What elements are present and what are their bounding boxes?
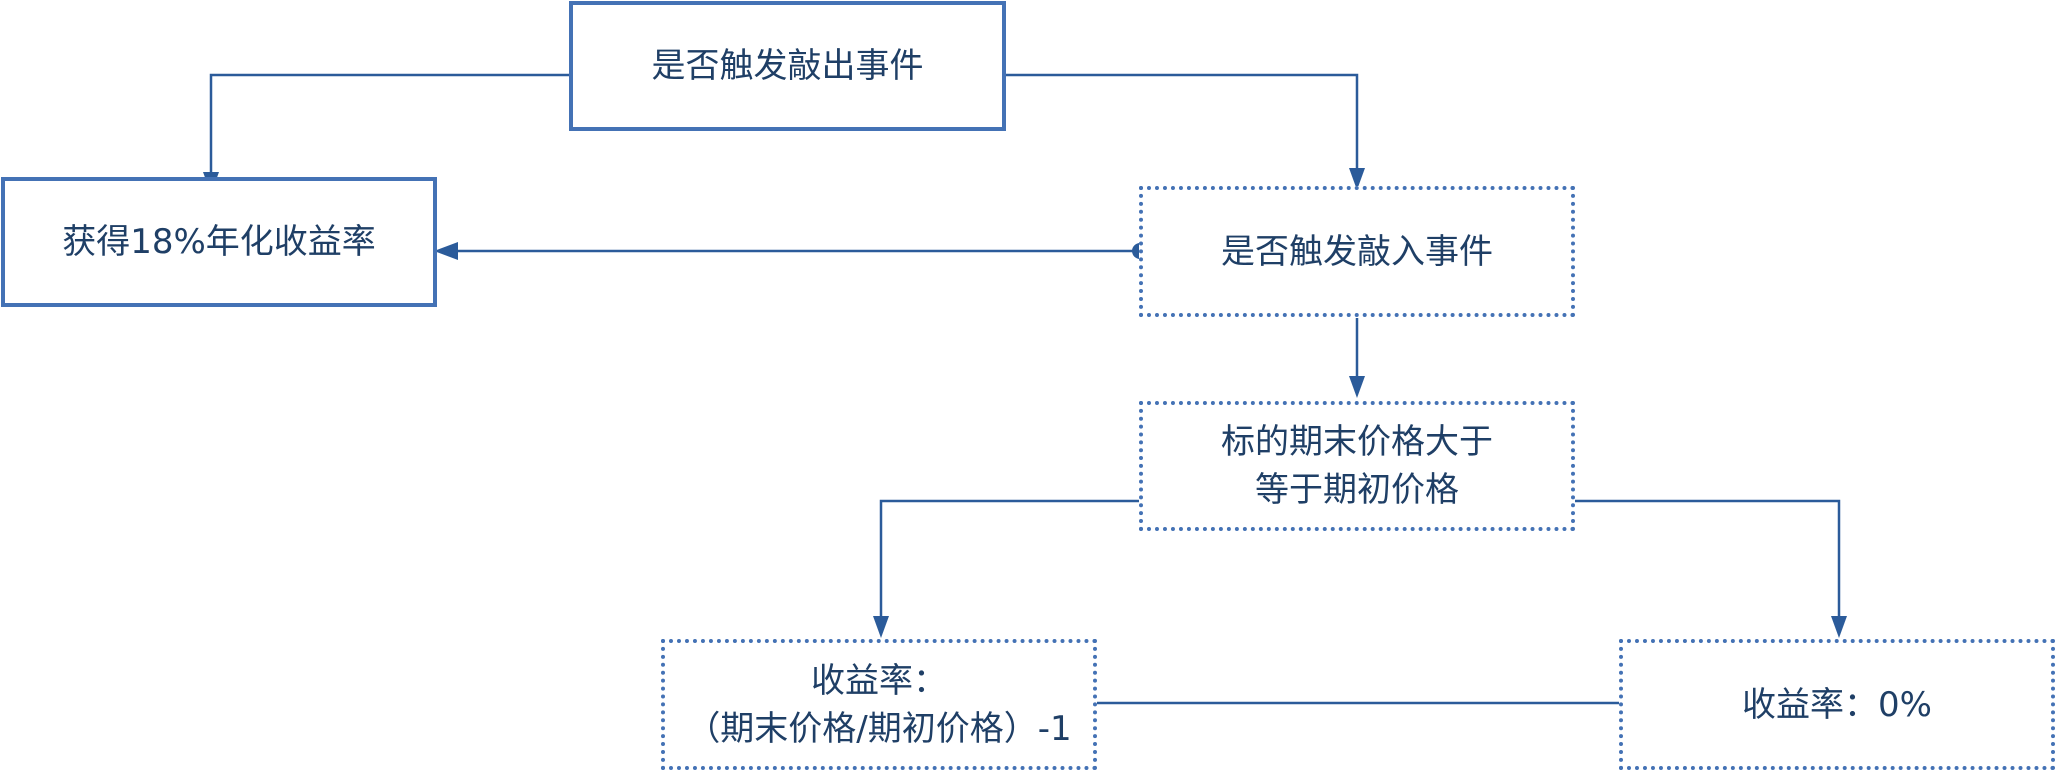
node-gain18: 获得18%年化收益率: [1, 177, 437, 307]
edge-compare-to-ratio: [879, 499, 1140, 624]
edge-knockout-to-gain: [209, 73, 570, 180]
node-ret-zero: 收益率：0%: [1619, 639, 2055, 770]
edge-compare-to-zero: [1574, 499, 1841, 624]
node-compare: 标的期末价格大于 等于期初价格: [1139, 401, 1575, 531]
edge-knockout-to-knockin: [1004, 73, 1359, 176]
arrow-down-icon: [1831, 616, 1847, 638]
node-gain18-label: 获得18%年化收益率: [62, 222, 376, 262]
arrow-down-icon: [1349, 168, 1365, 190]
arrow-down-icon: [873, 616, 889, 638]
arrow-left-icon: [434, 242, 458, 260]
node-knockin: 是否触发敲入事件: [1139, 186, 1575, 317]
node-ret-ratio-line1: 收益率：: [811, 660, 947, 701]
node-compare-label: 标的期末价格大于 等于期初价格: [1221, 422, 1493, 510]
arrow-down-icon: [1349, 376, 1365, 398]
node-ret-ratio-line2: （期末价格/期初价格）-1: [686, 708, 1072, 749]
node-ret-zero-label: 收益率：0%: [1742, 684, 1932, 725]
node-knockin-label: 是否触发敲入事件: [1221, 231, 1493, 272]
node-knockout-label: 是否触发敲出事件: [651, 46, 924, 86]
node-ret-ratio: 收益率： （期末价格/期初价格）-1: [661, 639, 1097, 770]
node-knockout: 是否触发敲出事件: [569, 1, 1006, 131]
